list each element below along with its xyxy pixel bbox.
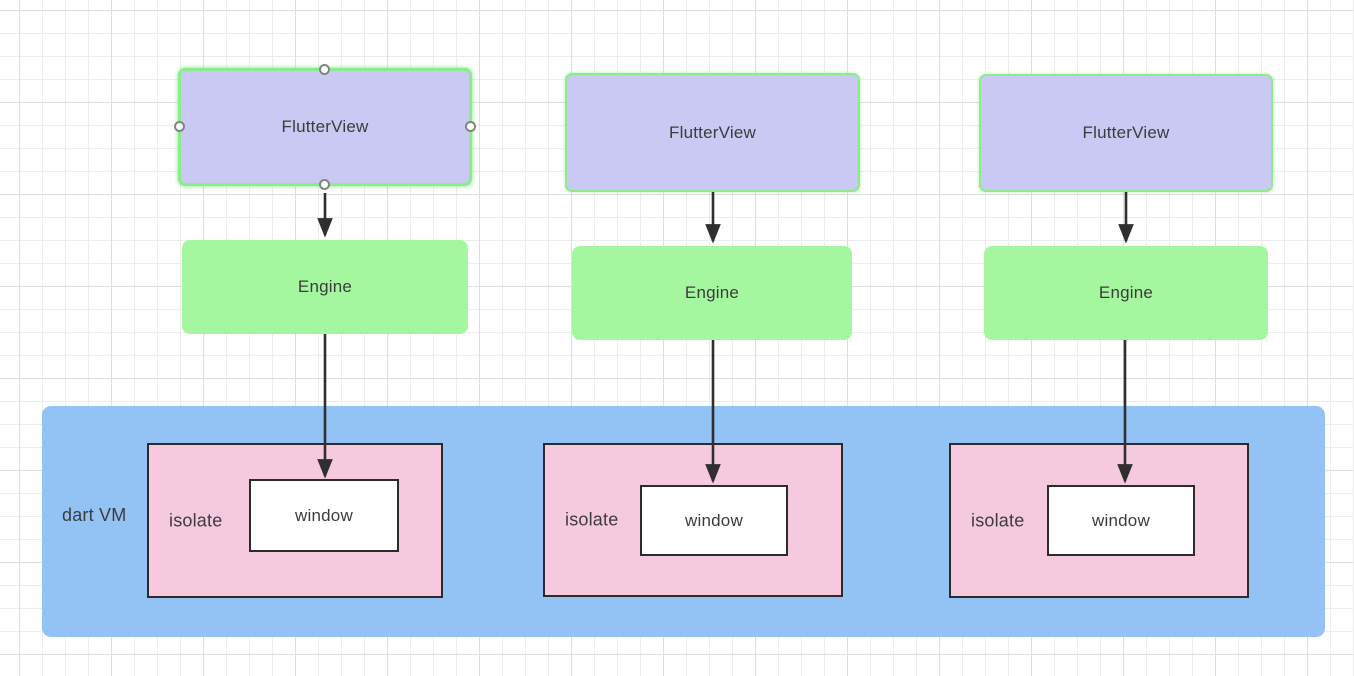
- window-node-1[interactable]: window: [249, 479, 399, 552]
- engine-node-3-label: Engine: [1098, 283, 1154, 302]
- dart-vm-container[interactable]: dart VM isolate window isolate window is…: [42, 406, 1325, 637]
- engine-node-1[interactable]: Engine: [182, 240, 468, 334]
- window-node-3-label: window: [1092, 510, 1150, 530]
- isolate-node-2-label: isolate: [565, 509, 619, 530]
- isolate-node-3-label: isolate: [971, 510, 1025, 530]
- window-node-2[interactable]: window: [640, 485, 788, 556]
- dart-vm-label: dart VM: [62, 505, 127, 525]
- flutterview-node-2-label: FlutterView: [669, 122, 756, 142]
- resize-handle-bottom[interactable]: [319, 179, 330, 190]
- window-node-1-label: window: [295, 505, 353, 525]
- isolate-node-2[interactable]: isolate window: [543, 443, 843, 597]
- resize-handle-top[interactable]: [319, 64, 330, 75]
- isolate-node-3[interactable]: isolate window: [949, 443, 1249, 598]
- engine-node-3[interactable]: Engine: [984, 246, 1268, 340]
- flutterview-node-2[interactable]: FlutterView: [565, 73, 860, 192]
- isolate-node-1[interactable]: isolate window: [147, 443, 443, 598]
- flutterview-node-1[interactable]: FlutterView: [174, 64, 476, 190]
- window-node-3[interactable]: window: [1047, 485, 1195, 556]
- isolate-node-1-label: isolate: [169, 510, 223, 530]
- engine-node-2[interactable]: Engine: [572, 246, 852, 340]
- resize-handle-left[interactable]: [174, 121, 185, 132]
- flutterview-node-1-label: FlutterView: [281, 117, 369, 136]
- engine-node-1-label: Engine: [297, 277, 353, 296]
- window-node-2-label: window: [685, 510, 743, 530]
- flutterview-node-3-label: FlutterView: [1082, 123, 1170, 142]
- flutterview-node-3[interactable]: FlutterView: [979, 74, 1273, 192]
- engine-node-2-label: Engine: [684, 283, 740, 302]
- resize-handle-right[interactable]: [465, 121, 476, 132]
